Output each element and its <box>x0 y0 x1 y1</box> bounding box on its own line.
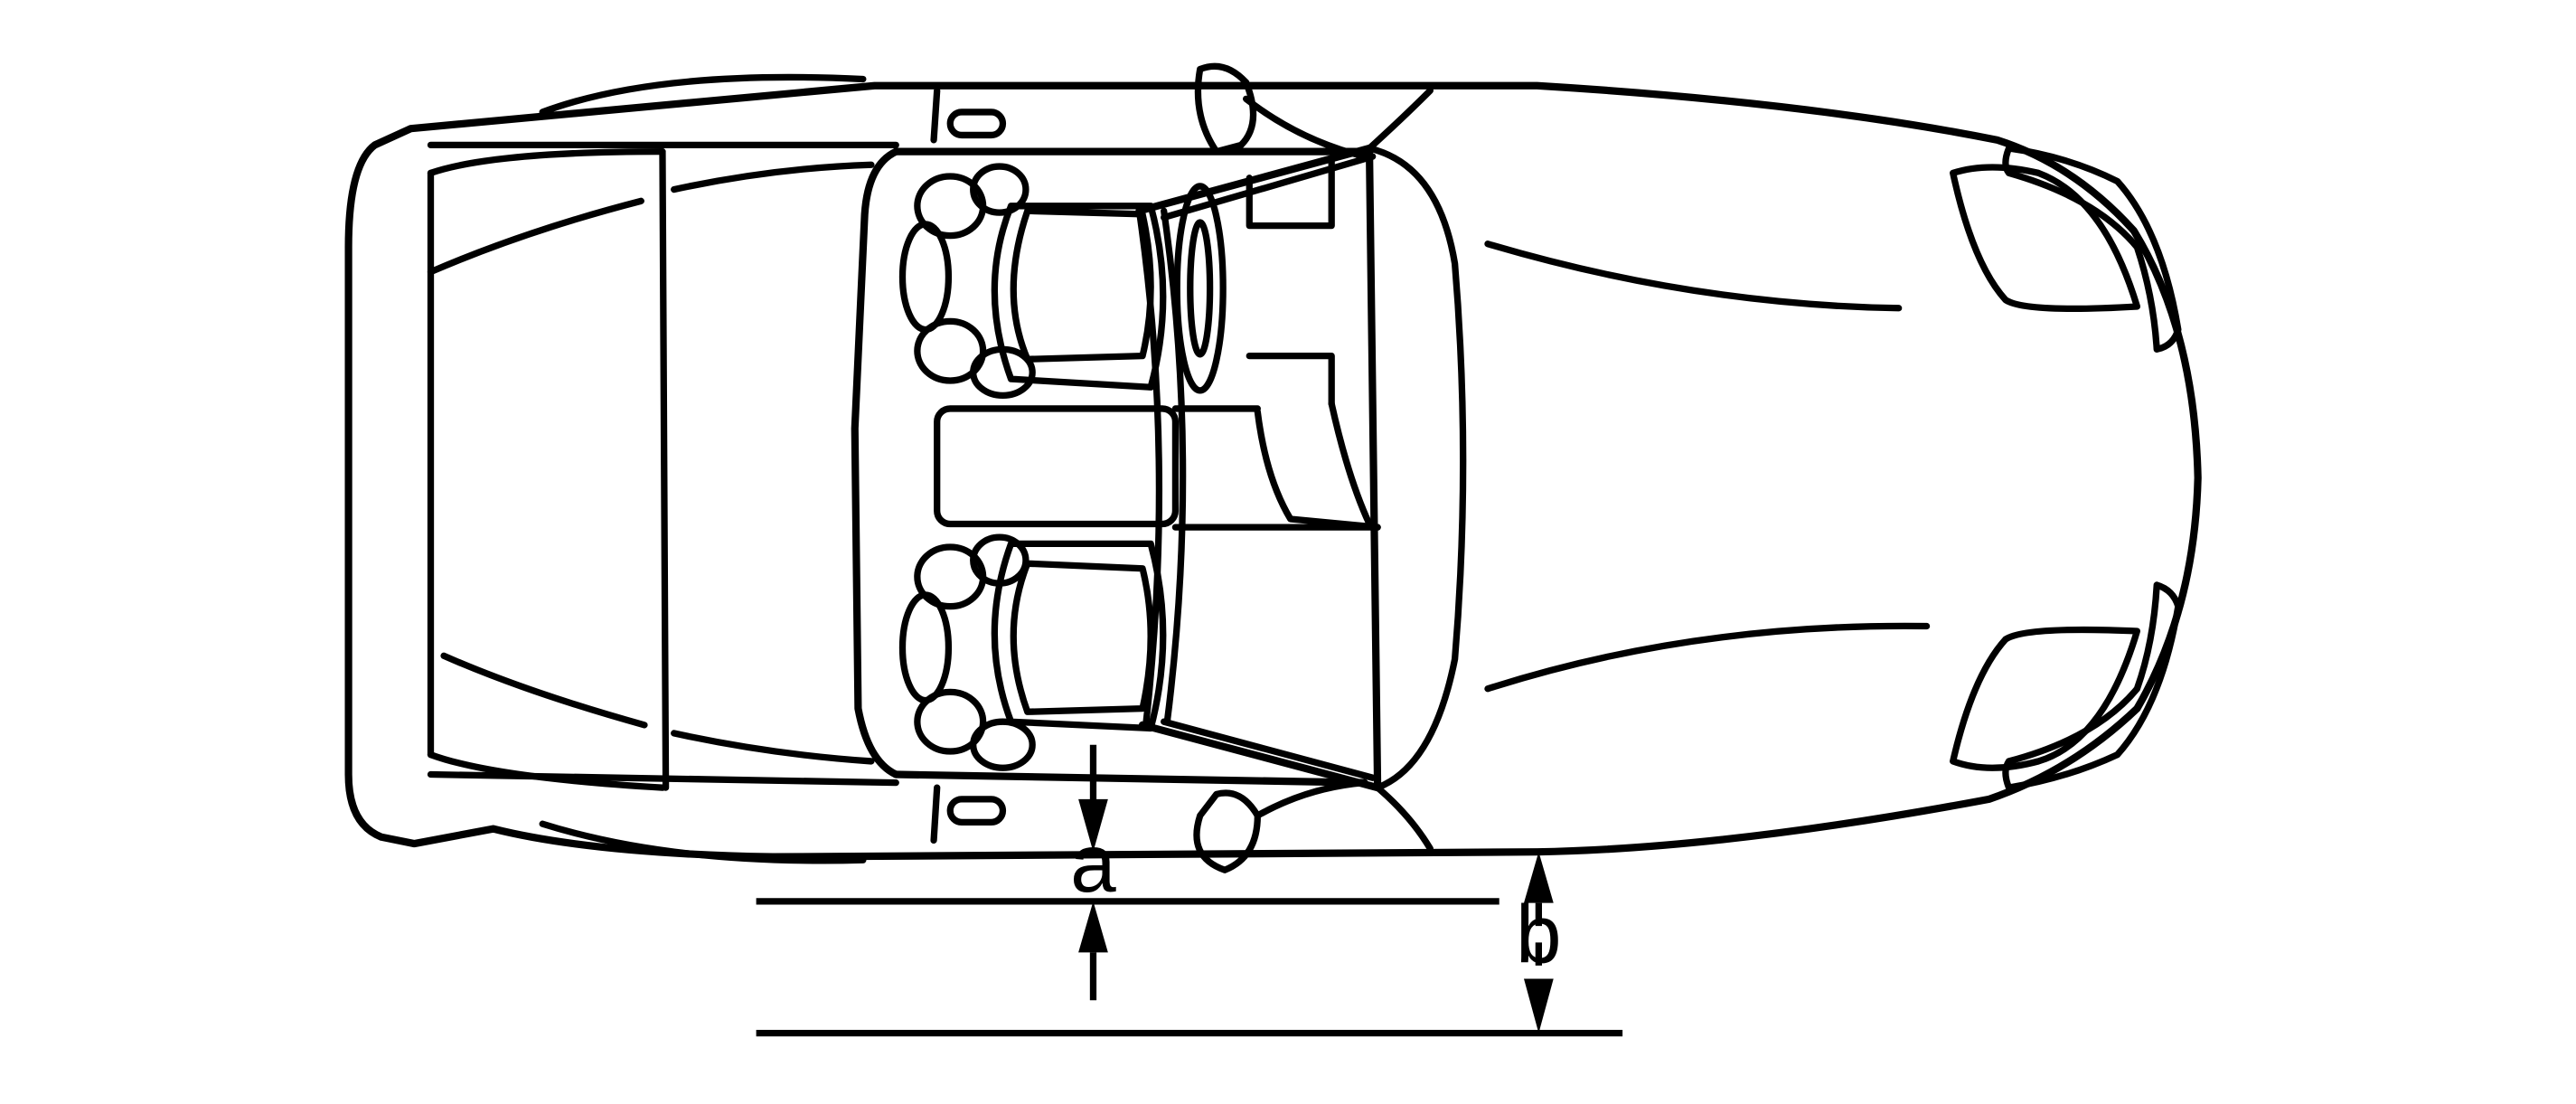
rear-deck <box>427 141 899 791</box>
windshield-frame <box>1135 144 1382 792</box>
headlight-right <box>1950 581 2182 791</box>
a-pillar-top <box>1366 87 1434 152</box>
steering-wheel <box>1173 183 1227 394</box>
car-outline <box>344 73 2202 864</box>
label-a: a <box>1070 818 1116 910</box>
seat-right <box>898 533 1167 771</box>
dimension-a <box>1078 744 1108 1001</box>
dashboard <box>1171 155 1381 531</box>
center-console <box>934 405 1180 528</box>
a-pillar-bottom <box>1374 784 1434 853</box>
headlight-left <box>1950 145 2182 353</box>
cockpit-rim <box>851 87 1368 845</box>
mirror-left <box>1194 62 1368 160</box>
hood <box>1366 145 1931 791</box>
seat-left <box>898 163 1167 400</box>
mirror-right <box>1193 778 1368 873</box>
label-b: b <box>1516 889 1562 980</box>
dimension-b <box>1523 852 1554 1033</box>
